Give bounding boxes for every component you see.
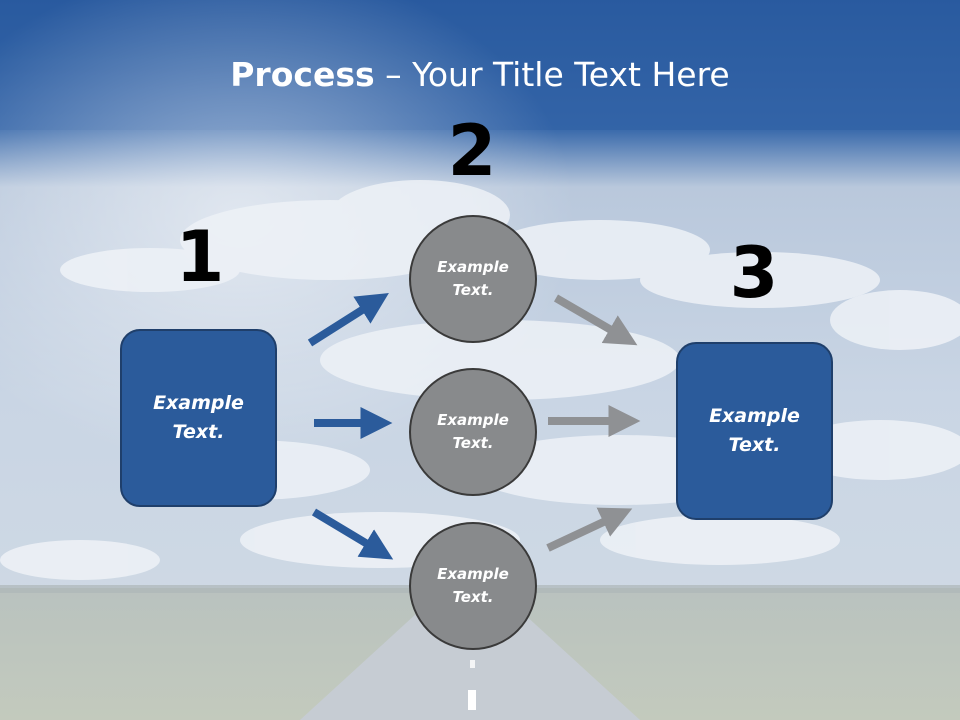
title-bold: Process [230,55,375,94]
step-3-box-text: Example Text. [709,405,800,456]
circle-top-text: Example Text. [437,258,509,299]
step-number-2: 2 [447,110,497,192]
step-number-3: 3 [729,232,779,314]
step-2-circle-top: Example Text. [409,215,537,343]
step-1-box-text: Example Text. [153,392,244,443]
step-2-circle-bottom: Example Text. [409,522,537,650]
step-2-circle-middle: Example Text. [409,368,537,496]
step-1-box: Example Text. [120,329,277,507]
step-number-1: 1 [175,216,225,298]
circle-bottom-text: Example Text. [437,565,509,606]
circle-middle-text: Example Text. [437,411,509,452]
slide-title: Process – Your Title Text Here [0,52,960,98]
step-3-box: Example Text. [676,342,833,520]
title-rest: – Your Title Text Here [374,55,730,94]
